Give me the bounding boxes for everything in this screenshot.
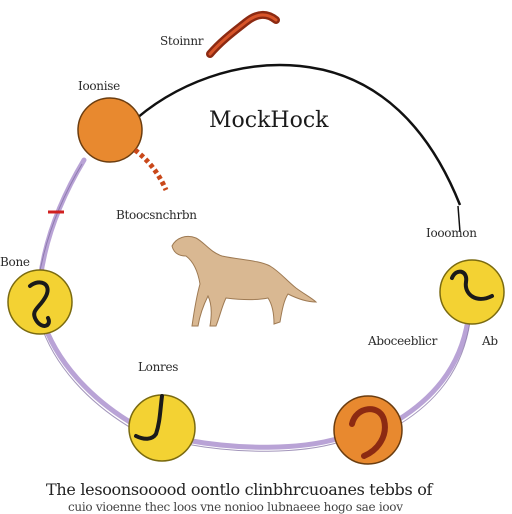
arc-tick — [457, 205, 461, 233]
top-arc — [127, 63, 462, 206]
orange-node-upper-left — [77, 97, 143, 163]
label-far-left: Bone — [0, 255, 30, 269]
orange-node-bottom-right — [333, 395, 403, 465]
worm-left-icon — [28, 280, 51, 328]
label-top-left: Stoinnr — [160, 34, 204, 48]
diagram-title: MockHock — [209, 108, 329, 133]
worm-icon — [206, 11, 280, 58]
worm-orange-icon — [349, 406, 388, 459]
label-right-mid: Aboceeblicr — [368, 334, 438, 348]
dog-icon — [171, 235, 318, 327]
label-right-node: Iooomon — [426, 226, 477, 240]
worm-right-icon — [450, 269, 494, 301]
caption-line-1: The lesoonsooood oontlo clinbhrcuoanes t… — [46, 480, 433, 499]
yellow-node-right — [439, 259, 505, 325]
label-bottom-small: Lonres — [138, 360, 179, 374]
label-upper-left-node: Ioonise — [78, 79, 120, 93]
label-center: Btoocsnchrbn — [116, 208, 197, 222]
cycle-path — [37, 157, 483, 450]
caption-line-2: cuio vioenne thec loos vne nonioo lubnae… — [68, 500, 403, 514]
larva-trail-icon — [133, 148, 169, 192]
worm-bottom-icon — [134, 394, 164, 441]
label-right-mid-tail: Ab — [482, 334, 498, 348]
